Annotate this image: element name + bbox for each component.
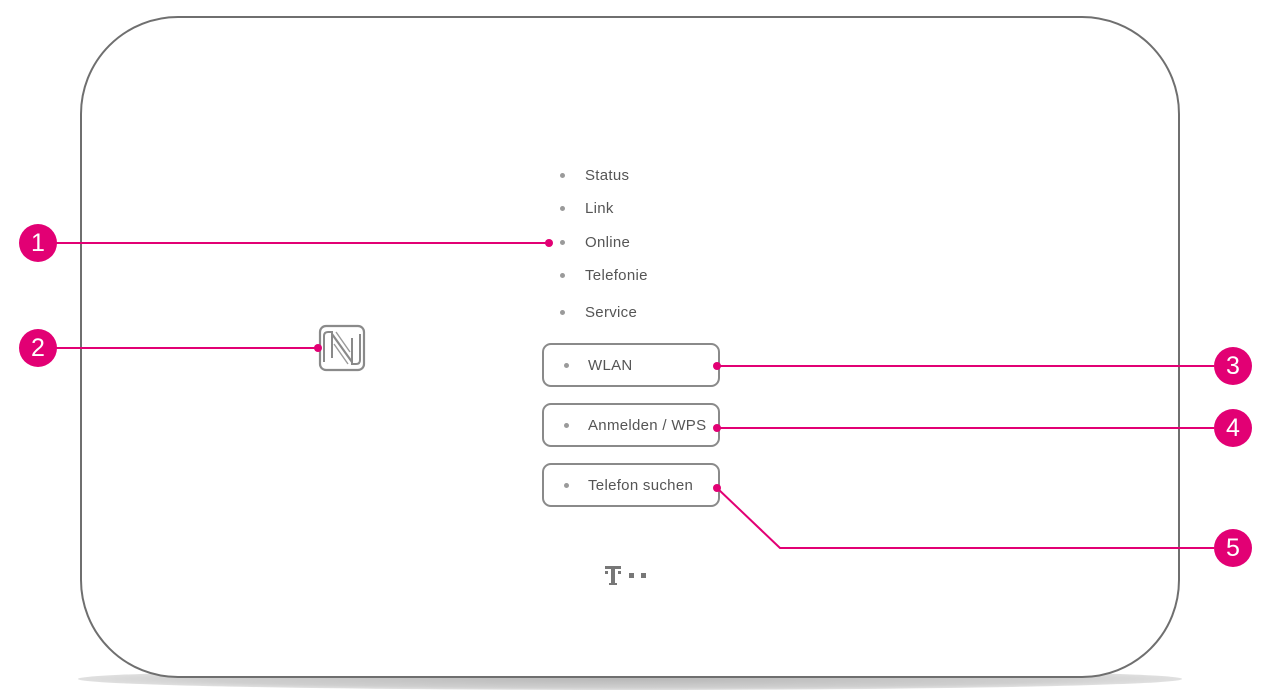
led-link: Link bbox=[560, 197, 614, 219]
nfc-icon bbox=[318, 324, 366, 372]
led-label: Status bbox=[585, 166, 630, 184]
callout-number-4: 4 bbox=[1214, 409, 1252, 447]
button-label: WLAN bbox=[588, 356, 633, 374]
wps-button[interactable]: Anmelden / WPS bbox=[542, 403, 720, 447]
led-dot bbox=[564, 422, 569, 428]
led-label: Service bbox=[585, 303, 638, 321]
led-label: Online bbox=[585, 233, 631, 251]
button-label: Telefon suchen bbox=[588, 476, 694, 494]
led-telefonie: Telefonie bbox=[560, 264, 648, 286]
button-label: Anmelden / WPS bbox=[588, 416, 707, 434]
callout-number-1: 1 bbox=[19, 224, 57, 262]
led-dot bbox=[560, 239, 565, 245]
telekom-logo-icon bbox=[603, 562, 657, 588]
led-dot bbox=[560, 172, 565, 178]
led-online: Online bbox=[560, 231, 630, 253]
led-dot bbox=[560, 309, 565, 315]
callout-number-5: 5 bbox=[1214, 529, 1252, 567]
telefon-suchen-button[interactable]: Telefon suchen bbox=[542, 463, 720, 507]
led-status: Status bbox=[560, 164, 629, 186]
callout-number-3: 3 bbox=[1214, 347, 1252, 385]
led-dot bbox=[560, 205, 565, 211]
led-dot bbox=[560, 272, 565, 278]
led-dot bbox=[564, 482, 569, 488]
callout-number-2: 2 bbox=[19, 329, 57, 367]
led-label: Link bbox=[585, 199, 614, 217]
led-label: Telefonie bbox=[585, 266, 648, 284]
led-service: Service bbox=[560, 301, 637, 323]
wlan-button[interactable]: WLAN bbox=[542, 343, 720, 387]
led-dot bbox=[564, 362, 569, 368]
